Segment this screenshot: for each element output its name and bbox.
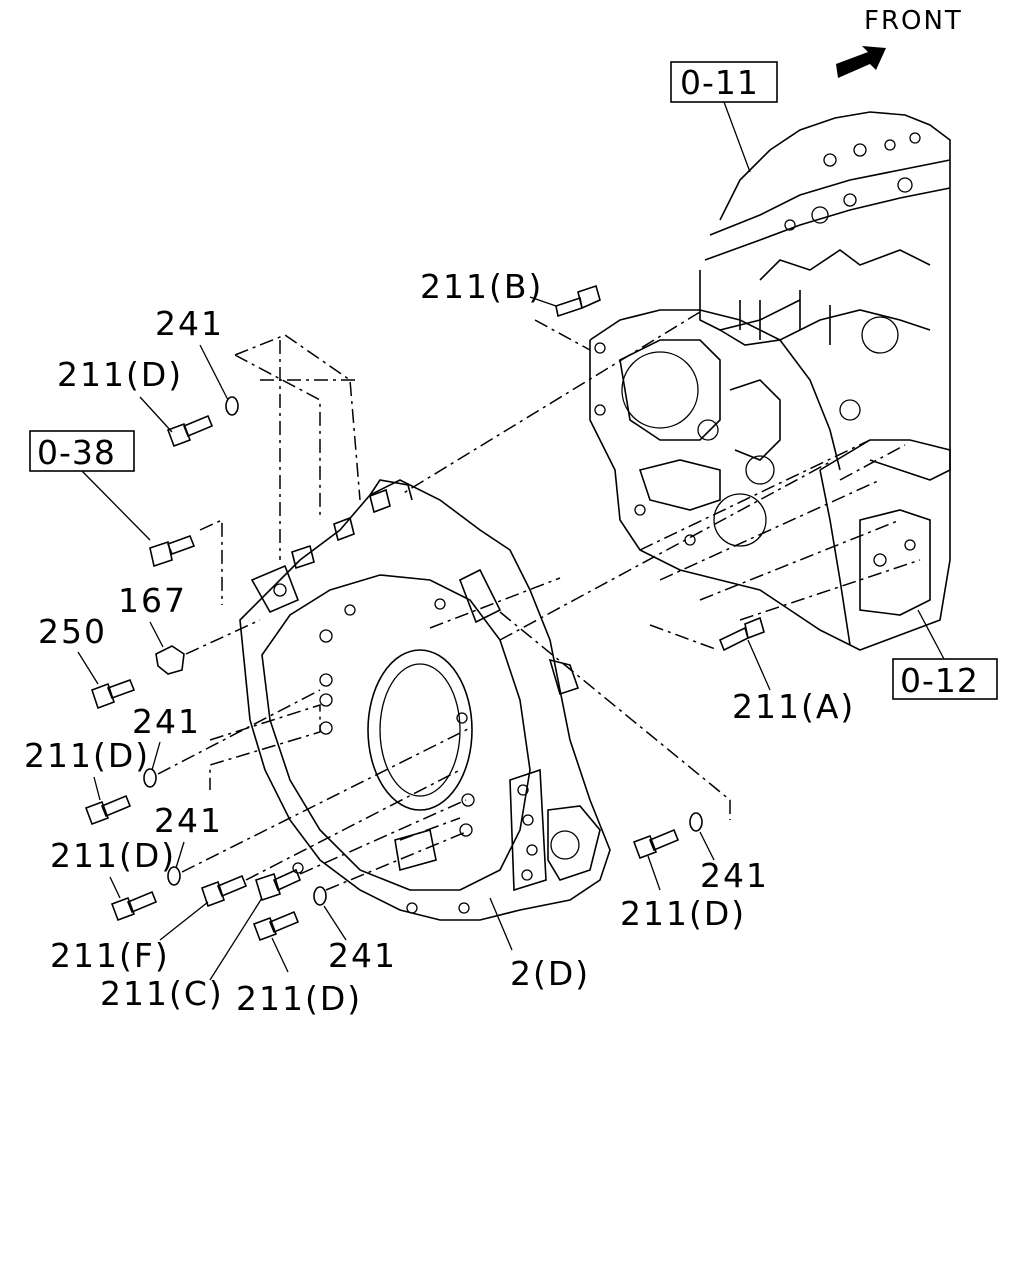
washer-241-top[interactable] [225, 396, 239, 416]
reference-box-0-11[interactable]: 0-11 [670, 61, 778, 103]
alignment-line [157, 689, 321, 790]
leader-line [139, 396, 173, 433]
leader-line [489, 897, 513, 951]
part-label-211c: 211(C) [100, 974, 224, 1013]
leader-line [529, 296, 557, 307]
bolt-0-38[interactable] [149, 534, 196, 568]
part-label-2d: 2(D) [510, 954, 590, 993]
bolt-211d-4[interactable] [252, 910, 300, 942]
alignment-line [245, 769, 461, 881]
alignment-line [234, 334, 361, 560]
front-arrow-icon [836, 46, 886, 78]
engine-block [589, 111, 951, 651]
bolt-211d-2[interactable] [84, 794, 132, 826]
bolt-211f[interactable] [200, 874, 248, 908]
leader-line [699, 831, 715, 861]
bolt-211b[interactable] [555, 284, 601, 318]
leader-line [747, 639, 771, 691]
part-label-211f: 211(F) [50, 936, 170, 975]
part-label-211d-2: 211(D) [24, 736, 150, 775]
bolt-211d-1[interactable] [166, 414, 214, 448]
part-label-241-mid: 241 [132, 702, 201, 741]
front-label: FRONT [864, 6, 963, 36]
bolt-211c[interactable] [255, 868, 302, 902]
washer-241-low[interactable] [167, 866, 181, 886]
bolt-250[interactable] [90, 678, 136, 710]
part-label-211b: 211(B) [420, 267, 543, 306]
flywheel-housing-2d[interactable] [239, 479, 611, 921]
bolt-211d-3[interactable] [110, 890, 158, 922]
alignment-line [299, 799, 467, 875]
leader-line [175, 841, 185, 869]
leader-line [647, 855, 661, 891]
part-label-211d-3: 211(D) [50, 836, 176, 875]
reference-label: 0-12 [900, 661, 979, 700]
alignment-line [199, 518, 223, 605]
alignment-line [181, 727, 471, 873]
bolt-211a[interactable] [718, 616, 765, 652]
part-label-250: 250 [38, 612, 107, 651]
part-label-211a: 211(A) [732, 687, 855, 726]
washer-241-right[interactable] [689, 812, 703, 832]
part-label-167: 167 [118, 581, 187, 620]
part-label-241-right: 241 [700, 856, 769, 895]
leader-line [159, 901, 209, 941]
cap-167[interactable] [155, 645, 185, 675]
part-label-211d-1: 211(D) [57, 355, 183, 394]
part-label-211d-4: 211(D) [236, 979, 362, 1018]
leader-line [917, 609, 945, 660]
reference-label: 0-11 [680, 63, 759, 102]
leader-line [109, 876, 121, 899]
part-label-241-low: 241 [154, 801, 223, 840]
alignment-line [325, 831, 467, 891]
part-label-211d-5: 211(D) [620, 894, 746, 933]
alignment-line [499, 461, 831, 651]
washer-241-bottom[interactable] [313, 886, 327, 906]
leader-line [271, 937, 289, 973]
reference-label: 0-38 [37, 433, 116, 472]
leader-line [323, 905, 347, 941]
leader-line [149, 621, 164, 648]
reference-box-0-38[interactable]: 0-38 [29, 430, 135, 472]
bolt-211d-5[interactable] [632, 828, 680, 860]
leader-line [81, 470, 151, 541]
leader-line [209, 897, 263, 981]
alignment-line [185, 619, 261, 655]
reference-box-0-12[interactable]: 0-12 [892, 658, 998, 700]
alignment-line [399, 577, 731, 841]
part-label-241-bottom: 241 [328, 936, 397, 975]
leader-line [77, 651, 99, 685]
part-label-241-top: 241 [155, 304, 224, 343]
leader-line [93, 776, 101, 801]
leader-line [723, 101, 751, 173]
alignment-line [401, 311, 701, 495]
leader-line [151, 741, 161, 771]
washer-241-mid[interactable] [143, 768, 157, 788]
leader-line [199, 344, 229, 401]
